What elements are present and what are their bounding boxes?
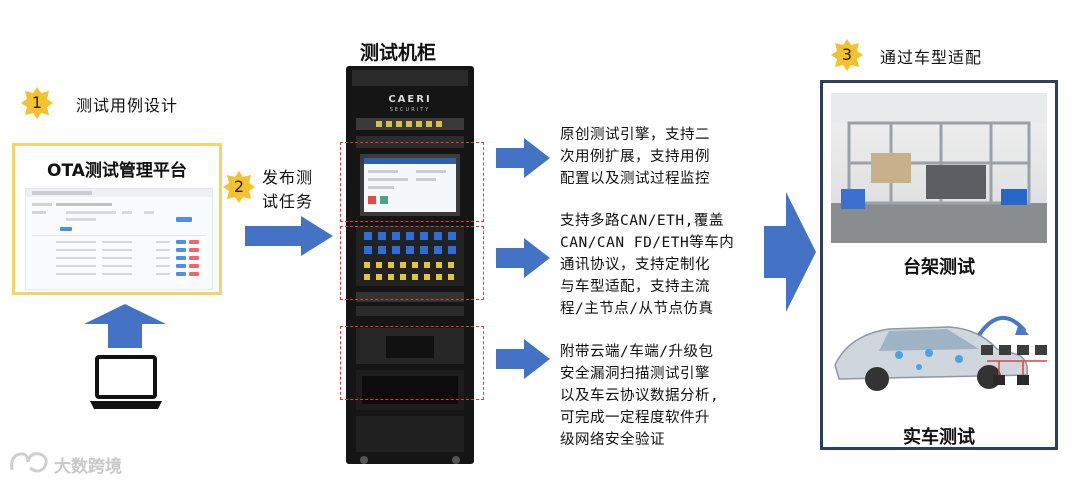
right-arrow-icon [245,216,333,256]
right-arrow-icon [496,138,550,178]
step-2-label: 发布测 试任务 [262,168,314,211]
bench-photo [831,93,1047,243]
up-arrow-icon [84,304,166,348]
cabinet-brand: CAERI [388,94,432,105]
cabinet-brand-sub: SECURITY [389,107,431,113]
description-engine: 原创测试引擎，支持二 次用例扩展，支持用例 配置以及测试过程监控 [560,127,710,187]
step-1-badge: 1 [20,86,54,120]
description-bus: 支持多路CAN/ETH,覆盖 CAN/CAN FD/ETH等车内 通讯协议，支持… [560,213,735,317]
star-badge-icon [223,171,255,203]
right-arrow-icon [496,339,550,379]
dashed-frame-engine [340,142,484,222]
watermark-logo-icon [10,452,48,473]
test-cabinet: CAERI SECURITY [346,66,474,464]
step-number: 3 [841,45,853,64]
description-security: 附带云端/车端/升级包 安全漏洞扫描测试引擎 以及车云协议数据分析, 可完成一定… [560,344,720,448]
platform-screenshot-image [26,189,212,276]
bench-rig-image [831,93,1047,243]
vehicle-test-label: 实车测试 [903,427,975,448]
vehicle-test-image [834,315,1047,391]
cabinet-title: 测试机柜 [360,42,437,64]
bench-test-label: 台架测试 [903,257,975,278]
step-number: 2 [233,177,245,196]
step-number: 1 [31,93,43,112]
step-2-badge: 2 [222,170,256,204]
watermark-text: 大数跨境 [54,457,122,477]
step-3-badge: 3 [830,38,864,72]
platform-screenshot [25,188,213,290]
step-3-label: 通过车型适配 [880,48,983,67]
ota-platform-panel: OTA测试管理平台 [12,143,222,295]
star-badge-icon [831,39,863,71]
step-1-label: 测试用例设计 [76,96,179,115]
large-right-arrow-icon [764,192,816,312]
dashed-frame-bus [340,226,484,300]
laptop-icon [90,355,162,409]
star-badge-icon [21,87,53,119]
right-arrow-icon [496,238,550,278]
cabinet-equipment [352,70,468,464]
dashed-frame-security [340,326,484,400]
platform-title: OTA测试管理平台 [47,161,187,181]
results-panel: 台架测试 实车测试 [820,80,1058,450]
